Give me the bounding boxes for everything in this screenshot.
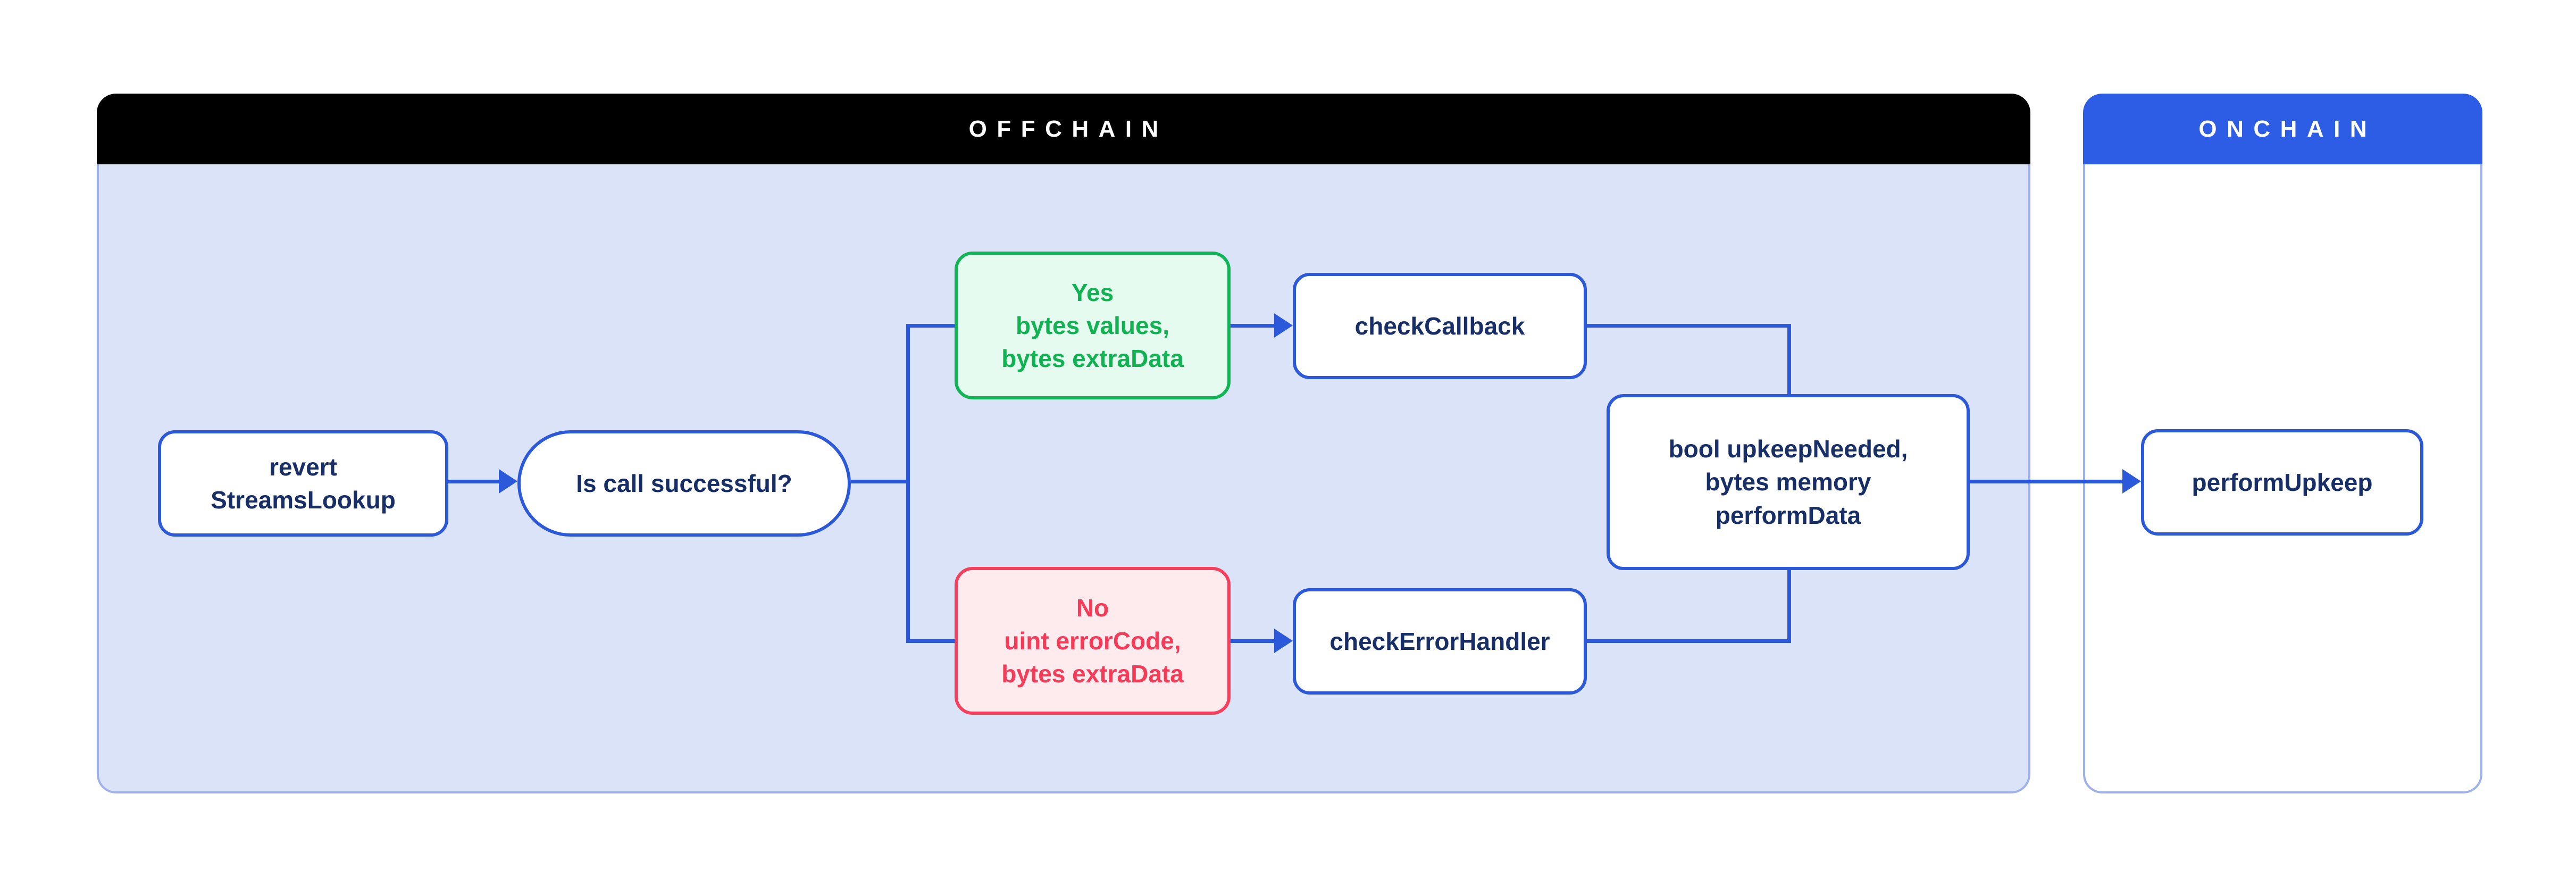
connector-revert-to-decision: [448, 480, 503, 483]
node-revert-streams-lookup: revert StreamsLookup: [158, 430, 448, 537]
onchain-header: ONCHAIN: [2083, 94, 2482, 164]
connector-branch-trunk: [906, 324, 910, 643]
node-check-error-handler-label: checkErrorHandler: [1329, 627, 1550, 655]
offchain-header: OFFCHAIN: [97, 94, 2030, 164]
node-yes-line-3: bytes extraData: [1001, 345, 1184, 373]
arrowhead-check-callback-icon: [1274, 313, 1293, 338]
connector-check-callback-down: [1787, 324, 1791, 394]
node-check-error-handler: checkErrorHandler: [1293, 588, 1587, 695]
offchain-title: OFFCHAIN: [968, 115, 1168, 142]
connector-decision-to-branch: [851, 480, 910, 483]
arrowhead-perform-upkeep-icon: [2122, 469, 2141, 494]
node-perform-upkeep: performUpkeep: [2141, 429, 2423, 536]
node-upkeep-result-line-1: bool upkeepNeeded,: [1668, 435, 1908, 463]
arrowhead-decision-icon: [499, 469, 517, 494]
connector-no-to-check-error-handler: [1231, 639, 1278, 643]
node-check-callback: checkCallback: [1293, 273, 1587, 379]
connector-branch-to-no: [906, 639, 955, 643]
node-decision-label: Is call successful?: [576, 469, 792, 497]
node-check-callback-label: checkCallback: [1354, 312, 1525, 340]
connector-check-error-handler-right: [1587, 639, 1791, 643]
node-yes-branch: Yes bytes values, bytes extraData: [955, 252, 1231, 399]
node-revert-line-1: revert: [269, 453, 337, 481]
node-is-call-successful: Is call successful?: [517, 430, 851, 537]
node-no-line-1: No: [1076, 594, 1109, 622]
node-upkeep-result-line-2: bytes memory: [1705, 468, 1871, 496]
node-upkeep-result: bool upkeepNeeded, bytes memory performD…: [1607, 394, 1970, 570]
connector-result-to-perform-upkeep: [1970, 480, 2126, 483]
node-yes-line-2: bytes values,: [1016, 311, 1169, 339]
node-no-line-3: bytes extraData: [1001, 660, 1184, 688]
connector-check-error-handler-up: [1787, 570, 1791, 643]
connector-check-callback-right: [1587, 324, 1791, 328]
node-no-line-2: uint errorCode,: [1004, 626, 1181, 655]
connector-yes-to-check-callback: [1231, 324, 1278, 328]
onchain-title: ONCHAIN: [2198, 115, 2377, 142]
connector-branch-to-yes: [906, 324, 955, 328]
arrowhead-check-error-handler-icon: [1274, 629, 1293, 653]
node-no-branch: No uint errorCode, bytes extraData: [955, 567, 1231, 715]
node-perform-upkeep-label: performUpkeep: [2192, 468, 2373, 496]
node-upkeep-result-line-3: performData: [1715, 501, 1861, 529]
node-revert-line-2: StreamsLookup: [211, 486, 396, 514]
node-yes-line-1: Yes: [1071, 278, 1114, 306]
